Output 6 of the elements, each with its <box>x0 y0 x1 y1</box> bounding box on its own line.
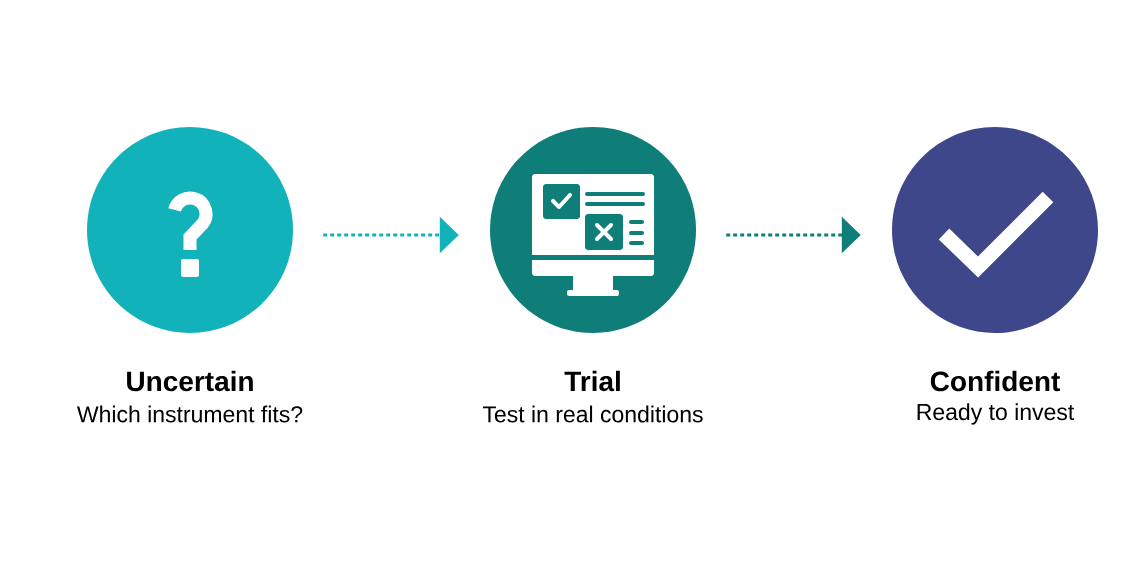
step-description: Which instrument fits? <box>77 405 303 423</box>
step-description: Test in real conditions <box>482 405 703 423</box>
step-title: Trial <box>564 370 620 392</box>
step-title: Uncertain <box>127 370 253 392</box>
step-title: Confident <box>930 370 1060 392</box>
step-description: Ready to invest <box>917 403 1075 425</box>
